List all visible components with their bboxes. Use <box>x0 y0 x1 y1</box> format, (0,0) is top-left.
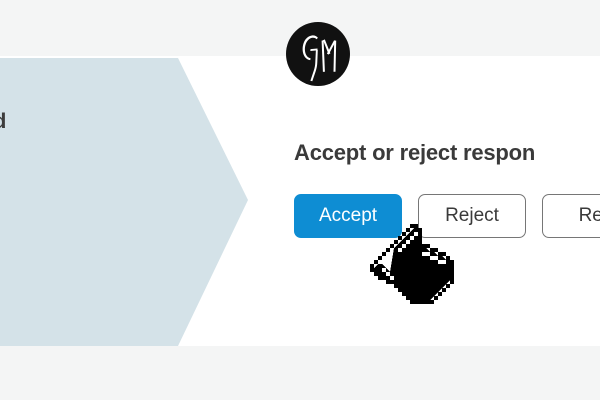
response-action-panel: Accept or reject respon Accept Reject Re… <box>294 138 600 238</box>
testimonial-date: uary 2019 <box>0 187 172 211</box>
testimonial-body-text: onsectetuer mmy nibh plore” <box>0 228 182 303</box>
response-button-group: Accept Reject Rep <box>294 194 600 238</box>
testimonial-heading: d and would offer. <box>0 106 172 168</box>
reject-button[interactable]: Reject <box>418 194 526 238</box>
gm-monogram-icon <box>302 35 337 82</box>
gm-monogram-logo <box>286 22 350 86</box>
response-heading: Accept or reject respon <box>294 140 536 165</box>
reply-button[interactable]: Rep <box>542 194 600 238</box>
accept-button[interactable]: Accept <box>294 194 402 238</box>
